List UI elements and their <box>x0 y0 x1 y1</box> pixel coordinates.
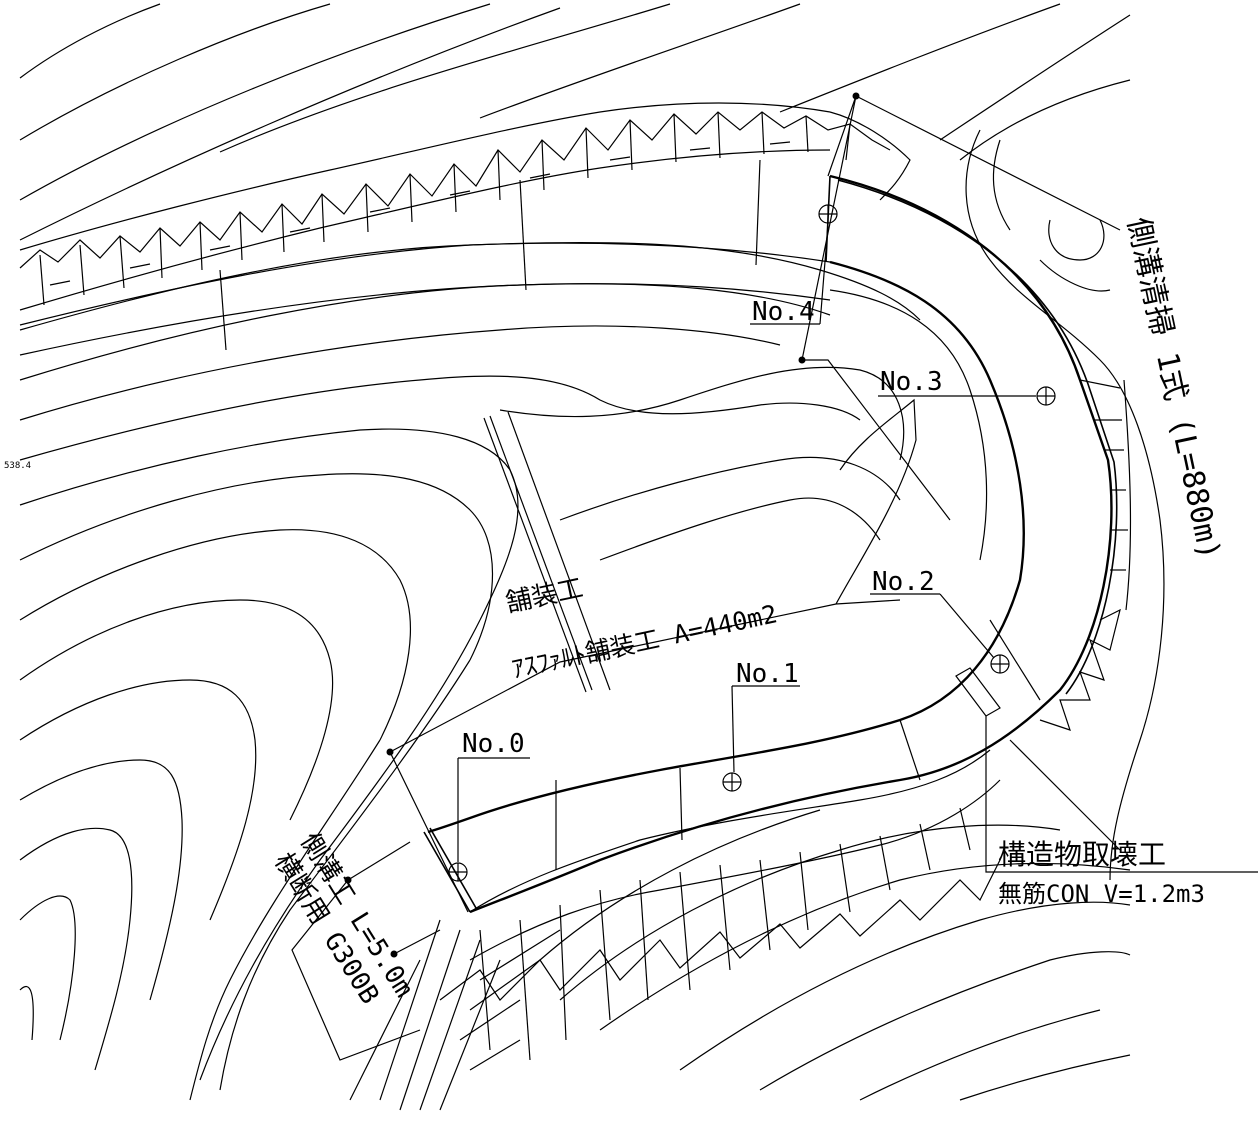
station-label-no0: No.0 <box>462 729 525 759</box>
ditch-cleaning-label: 側溝清掃 1式 (L=880m) <box>1120 214 1227 562</box>
station-circle-no2 <box>990 654 1010 674</box>
paving-strip <box>483 411 611 693</box>
paving-title: 舗装工 <box>503 573 586 619</box>
station-label-no4: No.4 <box>752 297 815 327</box>
demolition-title: 構造物取壊工 <box>998 838 1166 871</box>
station-label-no2: No.2 <box>872 567 935 597</box>
station-circle-no4 <box>818 204 838 224</box>
road-outline <box>19 159 1118 914</box>
station-circle-no3 <box>1036 386 1056 406</box>
station-label-no3: No.3 <box>880 367 943 397</box>
contour-elevation-label: 538.4 <box>4 461 31 471</box>
leader-lines <box>291 92 1258 1061</box>
station-label-no1: No.1 <box>736 659 799 689</box>
lower-slope-protection <box>349 749 1001 1111</box>
contour-lines <box>19 3 1165 1101</box>
upper-slope-protection <box>19 102 911 311</box>
demolition-detail: 無筋CON V=1.2m3 <box>998 880 1205 908</box>
right-side-band <box>1039 379 1132 731</box>
station-markers <box>448 204 1056 882</box>
station-circle-no1 <box>722 772 742 792</box>
